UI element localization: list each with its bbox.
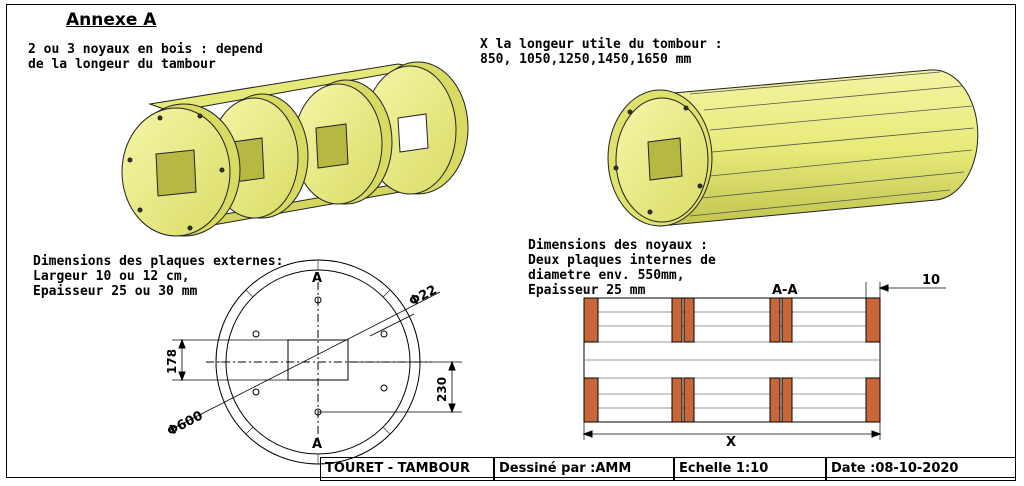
drum-3d-view	[607, 69, 979, 227]
outer-diameter-label: Φ600	[165, 408, 206, 439]
page-title: Annexe A	[66, 10, 157, 30]
section-mark-top: A	[312, 271, 322, 286]
section-title-label: A-A	[772, 283, 798, 298]
core-disc-1	[121, 103, 241, 237]
note-cores-line1: 2 ou 3 noyaux en bois : depend	[28, 42, 263, 57]
note-cores-line2: de la longeur du tambour	[28, 57, 216, 72]
note-plates-line3: Epaisseur 25 ou 30 mm	[33, 284, 198, 299]
length-x-label: X	[726, 435, 736, 450]
note-coredim-line3: diametre env. 550mm,	[528, 268, 685, 283]
plate-front-view	[169, 259, 462, 465]
title-block-drawn-by: Dessiné par :AMM	[494, 457, 674, 481]
note-plates-line2: Largeur 10 ou 12 cm,	[33, 269, 190, 284]
plate-thickness-label: 10	[922, 273, 940, 288]
height-178-label: 178	[165, 349, 179, 374]
note-length-line1: X la longeur utile du tombour :	[480, 37, 723, 52]
section-slat-lines	[584, 311, 880, 409]
note-coredim-line4: Epaisseur 25 mm	[528, 283, 646, 298]
title-block-date: Date :08-10-2020	[826, 457, 1016, 481]
cores-3d-view	[121, 61, 469, 237]
note-plates-line1: Dimensions des plaques externes:	[33, 254, 284, 269]
hole-diameter-label: Φ22	[407, 283, 440, 310]
section-a-a-view	[582, 282, 946, 440]
drum-slat-lines	[689, 71, 975, 217]
drum-square-hole	[647, 137, 683, 181]
title-block-name: TOURET - TAMBOUR	[320, 457, 494, 481]
title-block-scale: Echelle 1:10	[674, 457, 826, 481]
note-length-line2: 850, 1050,1250,1450,1650 mm	[480, 52, 692, 67]
section-mark-bottom: A	[312, 437, 322, 452]
drum-body	[639, 69, 979, 227]
sheet-frame	[6, 4, 1016, 478]
height-230-label: 230	[435, 377, 449, 402]
core-disc-3	[293, 79, 393, 205]
note-coredim-line1: Dimensions des noyaux :	[528, 238, 709, 253]
note-coredim-line2: Deux plaques internes de	[528, 253, 716, 268]
